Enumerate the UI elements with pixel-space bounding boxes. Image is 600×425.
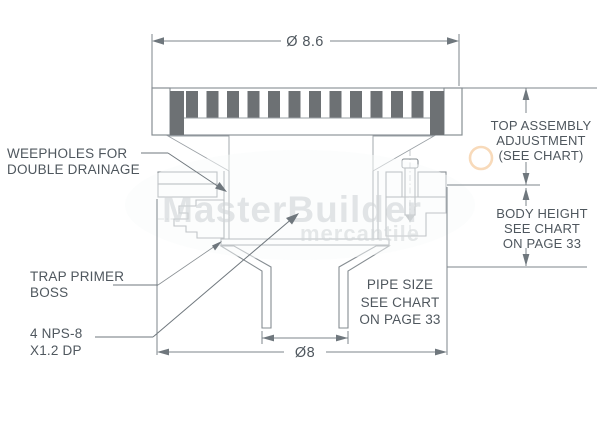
- bottom-diameter-value: Ø8: [295, 345, 315, 361]
- right-wedge: [372, 135, 436, 172]
- body-height-label-3: ON PAGE 33: [503, 236, 581, 251]
- body-height-label-2: SEE CHART: [504, 221, 580, 236]
- grate-left-seat: [151, 87, 171, 136]
- dimension-bottom-diameter: Ø8: [156, 187, 448, 361]
- watermark: MasterBuilder mercantile: [125, 145, 494, 260]
- weepholes-label-2: DOUBLE DRAINAGE: [7, 162, 140, 177]
- trap-primer-label-2: BOSS: [30, 285, 68, 300]
- grate-slots: [184, 91, 430, 118]
- grate-end-bar-left: [170, 91, 184, 135]
- trap-primer-arrowhead: [212, 241, 222, 251]
- weephole-arrowhead: [215, 182, 227, 192]
- arrowhead-right: [435, 348, 447, 356]
- top-assembly-label-3: (SEE CHART): [498, 148, 583, 163]
- grate-assembly: [151, 87, 463, 136]
- callout-nps-boss: 4 NPS-8 X1.2 DP: [30, 213, 299, 358]
- body-height-label-1: BODY HEIGHT: [496, 206, 588, 221]
- left-wedge: [166, 135, 230, 172]
- arrowhead-right: [447, 37, 459, 45]
- top-diameter-value: Ø 8.6: [286, 34, 323, 50]
- watermark-ring: [468, 145, 494, 171]
- arrowhead-left: [157, 348, 169, 356]
- pipe-size-label-2: SEE CHART: [361, 295, 440, 310]
- dimension-top-assembly: TOP ASSEMBLY ADJUSTMENT (SEE CHART): [462, 87, 597, 185]
- pipe-size-label-1: PIPE SIZE: [367, 277, 433, 292]
- top-assembly-label-1: TOP ASSEMBLY: [491, 118, 592, 133]
- dimension-body-height: BODY HEIGHT SEE CHART ON PAGE 33: [447, 184, 588, 268]
- dimension-top-diameter: Ø 8.6: [151, 34, 460, 88]
- pipe-size-label-3: ON PAGE 33: [359, 312, 440, 327]
- nps-label-1: 4 NPS-8: [30, 326, 82, 341]
- callout-weepholes: WEEPHOLES FOR DOUBLE DRAINAGE: [7, 146, 227, 192]
- nps-arrowhead: [286, 213, 299, 225]
- top-assembly-label-2: ADJUSTMENT: [496, 133, 585, 148]
- mounting-wedges: [166, 135, 436, 172]
- grate-end-bar-right: [430, 91, 444, 135]
- nps-label-2: X1.2 DP: [30, 343, 82, 358]
- watermark-glow: [125, 150, 475, 260]
- watermark-text-secondary: mercantile: [300, 221, 420, 246]
- trap-primer-label-1: TRAP PRIMER: [30, 269, 124, 284]
- label-pipe-size: PIPE SIZE SEE CHART ON PAGE 33: [359, 277, 440, 327]
- grate-right-seat: [443, 87, 463, 136]
- dimension-pipe-outer: [261, 331, 349, 344]
- callout-trap-primer: TRAP PRIMER BOSS: [30, 241, 222, 300]
- weepholes-label-1: WEEPHOLES FOR: [7, 146, 127, 161]
- arrowhead-left: [152, 37, 164, 45]
